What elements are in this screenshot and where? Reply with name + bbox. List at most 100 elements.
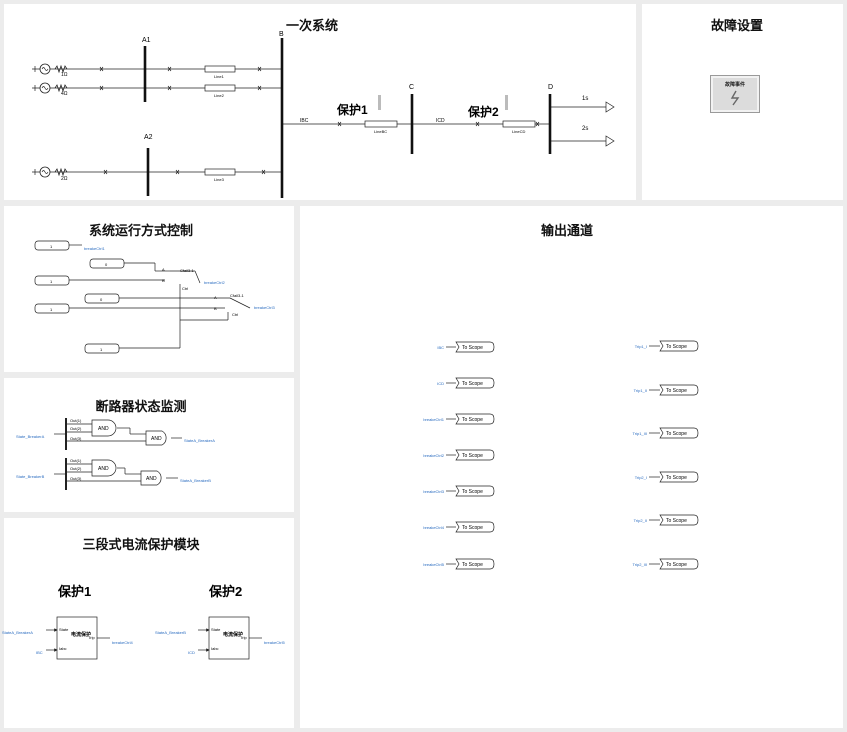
block2-port-iabc: Iabc <box>211 646 219 651</box>
scope-label: To Scope <box>462 453 483 459</box>
to-scope-tag[interactable]: To Scope Trip2_II <box>634 514 699 526</box>
block1-in-current: IBC <box>36 650 43 655</box>
output-channel-panel <box>300 206 843 728</box>
line-label-1: Line1 <box>214 74 225 79</box>
primary-protection-label-2: 保护2 <box>467 104 499 119</box>
selector-port-a: A <box>162 267 165 272</box>
scope-box <box>659 427 699 439</box>
scope-signal-label: Trip2_II <box>634 518 647 523</box>
selector2-port-ctrl: Ctrl <box>232 312 238 317</box>
scope-label: To Scope <box>666 431 687 437</box>
scope-label: To Scope <box>462 489 483 495</box>
const-4: 0 <box>100 297 103 302</box>
operation-control-title: 系统运行方式控制 <box>88 223 194 238</box>
and-gate-3: AND <box>98 466 109 472</box>
monitor-output-1: StateA_BreakerA <box>184 438 215 443</box>
control-output-3: breakeCtrl3 <box>254 305 275 310</box>
selector2-port-b: B <box>214 306 217 311</box>
fault-event-button[interactable]: 故障事件 <box>710 75 760 113</box>
protection-block-title-2: 保护2 <box>208 584 242 599</box>
selector-label-2: Cfail3-1 <box>230 293 245 298</box>
block1-in-state: StateA_BreakerA <box>2 630 33 635</box>
bus-label-c: C <box>409 84 414 91</box>
to-scope-tag[interactable]: To Scope breakeCtrl5 <box>423 558 495 570</box>
to-scope-tag[interactable]: To Scope Trip2_III <box>632 558 699 570</box>
protection-block-1 <box>56 616 98 660</box>
to-scope-tag[interactable]: To Scope breakeCtrl2 <box>423 449 495 461</box>
breaker-monitor-title: 断路器状态监测 <box>95 399 187 414</box>
scope-signal-label: ICD <box>437 381 444 386</box>
primary-system-title: 一次系统 <box>285 18 339 33</box>
scope-signal-label: breakeCtrl5 <box>423 562 444 567</box>
scope-signal-label: Trip1_II <box>634 388 647 393</box>
lightning-icon <box>711 90 759 111</box>
protection-block-title-1: 保护1 <box>57 584 91 599</box>
fault-event-label: 故障事件 <box>724 82 745 88</box>
monitor-port-5: Out(2) <box>70 466 82 471</box>
monitor-port-2: Out(2) <box>70 426 82 431</box>
scope-signal-label: breakeCtrl2 <box>423 453 444 458</box>
monitor-port-4: Out(1) <box>70 458 82 463</box>
scope-box <box>455 413 495 425</box>
monitor-port-1: Out(1) <box>70 418 82 423</box>
to-scope-tag[interactable]: To Scope breakeCtrl4 <box>423 521 495 533</box>
selector-label-1: Cfail3-1 <box>180 268 195 273</box>
scope-box <box>659 558 699 570</box>
scope-box <box>659 384 699 396</box>
scope-signal-label: Trip2_I <box>635 475 647 480</box>
scope-signal-label: Trip2_III <box>632 562 647 567</box>
scope-label: To Scope <box>666 518 687 524</box>
const-2: 1 <box>50 279 53 284</box>
block1-label: 电流保护 <box>71 631 91 638</box>
scope-label: To Scope <box>462 562 483 568</box>
and-gate-4: AND <box>146 476 157 482</box>
primary-system-panel <box>4 4 636 200</box>
source-impedance-2: 4Ω <box>61 91 68 97</box>
selector-port-ctrl: Ctrl <box>182 286 188 291</box>
line-label-3: Line3 <box>214 177 225 182</box>
scope-label: To Scope <box>666 562 687 568</box>
block2-in-state: StateA_BreakerB <box>155 630 186 635</box>
block2-port-trip: Trip <box>240 635 248 640</box>
fault-indicator <box>378 95 381 110</box>
timer-label-2s: 2s <box>582 126 588 132</box>
fault-setting-title: 故障设置 <box>710 18 764 33</box>
scope-signal-label: breakeCtrl4 <box>423 525 444 530</box>
bus-label-a1: A1 <box>142 37 151 44</box>
to-scope-tag[interactable]: To Scope breakeCtrl3 <box>423 485 495 497</box>
control-output-2: breakeCtrl2 <box>204 280 225 285</box>
const-3: 0 <box>105 262 108 267</box>
operation-control-panel <box>4 206 294 372</box>
selector2-port-a: A <box>214 295 217 300</box>
timer-label-1s: 1s <box>582 96 588 102</box>
const-6: 1 <box>100 347 103 352</box>
scope-box <box>659 471 699 483</box>
const-1: 1 <box>50 244 53 249</box>
selector-port-b: B <box>162 278 165 283</box>
scope-box <box>455 449 495 461</box>
to-scope-tag[interactable]: To Scope ICD <box>437 377 495 389</box>
output-channel-title: 输出通道 <box>540 223 594 238</box>
scope-signal-label: breakeCtrl3 <box>423 489 444 494</box>
scope-label: To Scope <box>462 525 483 531</box>
protection-module-title: 三段式电流保护模块 <box>82 537 200 552</box>
scope-box <box>455 558 495 570</box>
line-label-bc: LineBC <box>374 129 387 134</box>
block1-port-iabc: Iabc <box>59 646 67 651</box>
scope-box <box>455 341 495 353</box>
scope-signal-label: Trip1_I <box>635 344 647 349</box>
monitor-input-2: State_BreakerB <box>16 474 45 479</box>
scope-label: To Scope <box>462 381 483 387</box>
scope-box <box>659 340 699 352</box>
const-5: 1 <box>50 307 53 312</box>
monitor-output-2: StateA_BreakerB <box>180 478 211 483</box>
and-gate-2: AND <box>151 436 162 442</box>
block2-port-state: State <box>211 627 221 632</box>
